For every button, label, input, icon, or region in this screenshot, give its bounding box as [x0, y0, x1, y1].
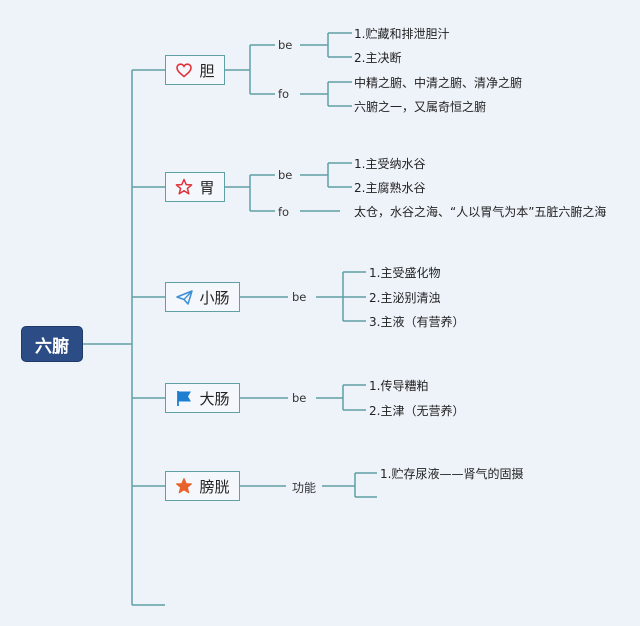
root-node[interactable]: 六腑 [21, 326, 83, 362]
organ-label: 胆 [199, 61, 215, 80]
leaf-item: 2.主泌别清浊 [369, 291, 441, 305]
leaf-item: 六腑之一，又属奇恒之腑 [354, 100, 487, 114]
leaf-item: 1.贮藏和排泄胆汁 [354, 27, 450, 41]
leaf-item: 2.主决断 [354, 51, 402, 65]
organ-node-large-intestine[interactable]: 大肠 [165, 383, 240, 413]
heart-icon [175, 61, 193, 79]
leaf-item: 1.传导糟粕 [369, 379, 429, 393]
leaf-item: 1.主受纳水谷 [354, 157, 426, 171]
leaf-item: 1.贮存尿液——肾气的固摄 [380, 467, 524, 481]
leaf-item: 中精之腑、中清之腑、清净之腑 [354, 76, 523, 90]
paper-plane-icon [175, 288, 193, 306]
leaf-item: 1.主受盛化物 [369, 266, 441, 280]
organ-node-bladder[interactable]: 膀胱 [165, 471, 240, 501]
root-label: 六腑 [35, 336, 69, 357]
branch-label: fo [278, 205, 290, 219]
branch-label: be [278, 38, 293, 52]
organ-label: 胃 [199, 178, 215, 197]
organ-node-small-intestine[interactable]: 小肠 [165, 282, 240, 312]
organ-node-stomach[interactable]: 胃 [165, 172, 225, 202]
flag-icon [175, 389, 193, 407]
leaf-item: 2.主腐熟水谷 [354, 181, 426, 195]
branch-label: be [292, 290, 307, 304]
star-filled-icon [175, 477, 193, 495]
organ-label: 膀胱 [199, 477, 230, 496]
branch-label: be [292, 391, 307, 405]
branch-label: fo [278, 87, 290, 101]
branch-label: be [278, 168, 293, 182]
star-outline-icon [175, 178, 193, 196]
leaf-item: 太仓，水谷之海、“人以胃气为本”五脏六腑之海 [354, 205, 607, 219]
leaf-item: 2.主津（无营养） [369, 404, 465, 418]
organ-label: 大肠 [199, 389, 230, 408]
branch-label: 功能 [292, 481, 317, 495]
organ-node-gallbladder[interactable]: 胆 [165, 55, 225, 85]
organ-label: 小肠 [199, 288, 230, 307]
leaf-item: 3.主液（有营养） [369, 315, 465, 329]
